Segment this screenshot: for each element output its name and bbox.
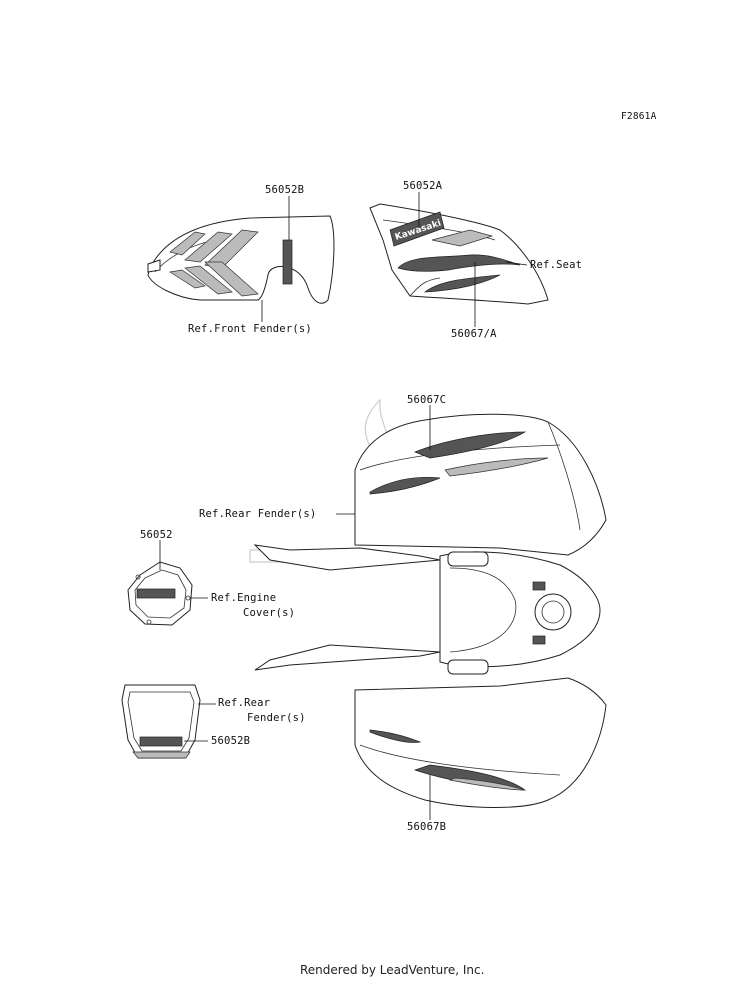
engine-cover-decal [127, 561, 193, 626]
ref-engine-cover-label-1: Ref.Engine [211, 592, 277, 604]
ref-front-fender-label: Ref.Front Fender(s) [188, 323, 312, 335]
rear-fender-assembly [249, 398, 607, 808]
ref-engine-cover-label-2: Cover(s) [243, 607, 296, 619]
ref-rear-fender-label-2b: Fender(s) [247, 712, 306, 724]
part-number-56052[interactable]: 56052 [140, 529, 173, 541]
part-number-56067B[interactable]: 56067B [407, 821, 447, 833]
part-number-56067C[interactable]: 56067C [407, 394, 447, 406]
part-number-56067A[interactable]: 56067/A [451, 328, 497, 340]
part-number-56052B-bottom[interactable]: 56052B [211, 735, 251, 747]
ref-seat-label: Ref.Seat [530, 259, 583, 271]
diagram-code: F2861A [621, 111, 657, 122]
ref-rear-fender-label-2a: Ref.Rear [218, 697, 271, 709]
seat-side-decal: Kawasaki [369, 203, 549, 305]
part-number-56052A[interactable]: 56052A [403, 180, 443, 192]
leader-lines [159, 192, 528, 820]
footer-credit: Rendered by LeadVenture, Inc. [300, 963, 485, 977]
front-fender-decal [147, 215, 335, 304]
part-number-56052B-top[interactable]: 56052B [265, 184, 305, 196]
rear-fender-small-decal [121, 684, 201, 759]
ref-rear-fender-label-1: Ref.Rear Fender(s) [199, 508, 317, 520]
